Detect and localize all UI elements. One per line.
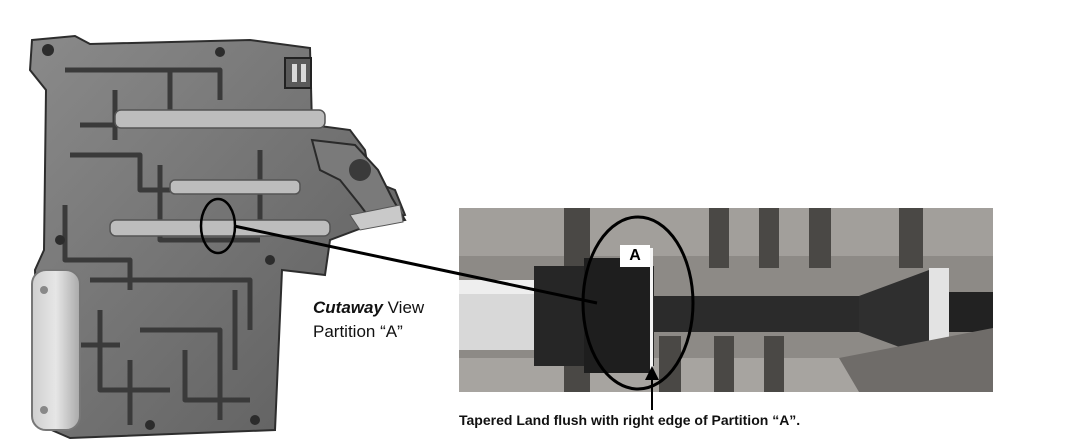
partition-label: Partition “A”: [313, 322, 403, 341]
cutaway-view-label: Cutaway View Partition “A”: [313, 296, 424, 344]
view-word: View: [382, 298, 425, 317]
cutaway-word: Cutaway: [313, 298, 383, 317]
valve-body-image: [28, 34, 407, 440]
partition-a-marker: A: [620, 245, 650, 267]
caption-text: Tapered Land flush with right edge of Pa…: [459, 412, 801, 428]
cutaway-photo: [459, 208, 993, 392]
